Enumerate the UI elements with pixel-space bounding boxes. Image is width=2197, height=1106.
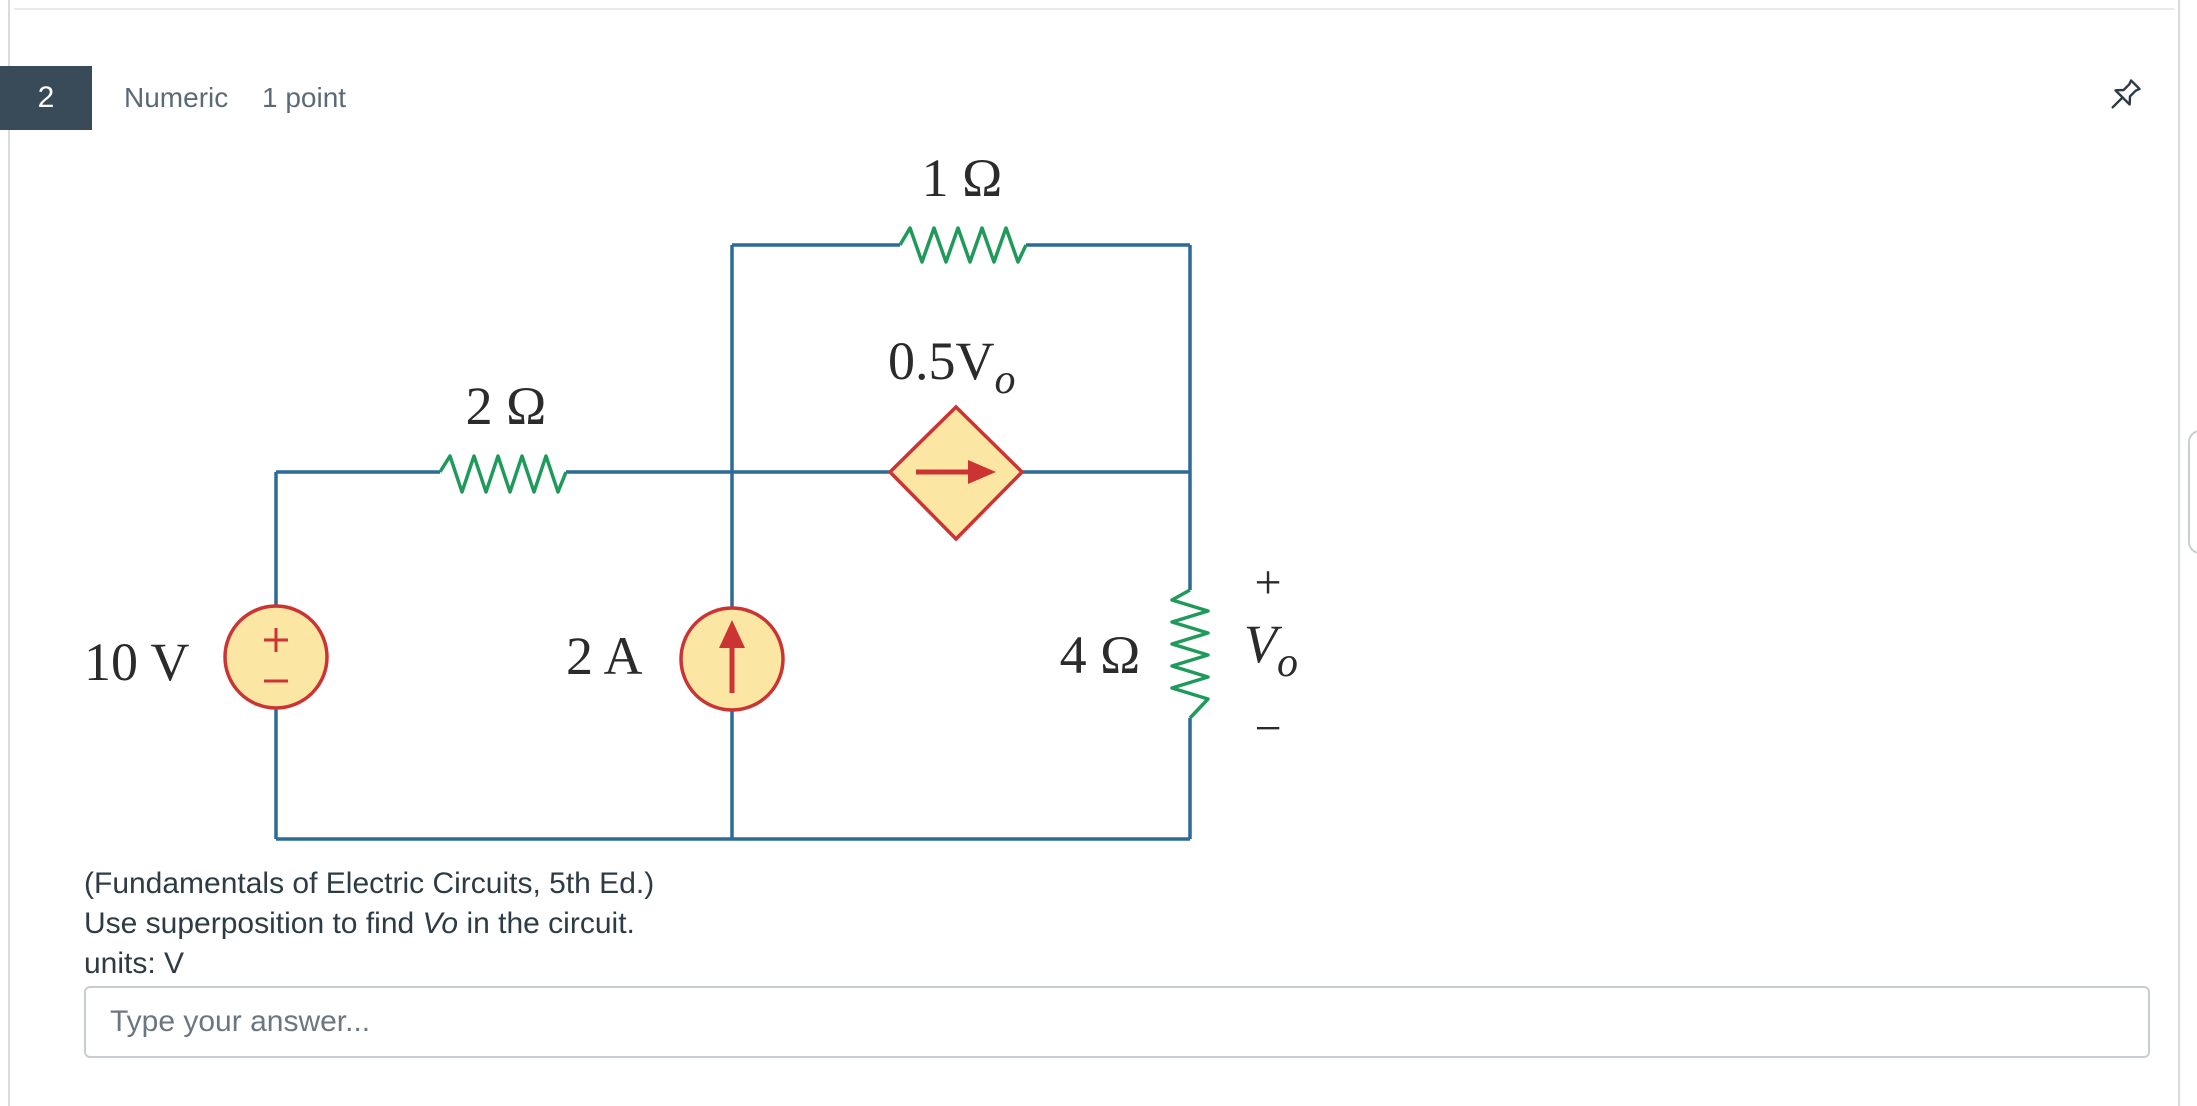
voltage-source-10v xyxy=(223,604,329,710)
right-border xyxy=(2178,0,2180,1106)
label-2a: 2 A xyxy=(566,626,643,686)
question-prompt: Use superposition to find Vo in the circ… xyxy=(84,904,654,944)
label-4ohm: 4 Ω xyxy=(1060,625,1141,685)
circuit-diagram: 1 Ω 2 Ω 4 Ω 10 V 2 A 0.5Vo + Vo − xyxy=(84,148,1298,841)
vo-var: V xyxy=(1244,614,1283,674)
question-type: Numeric xyxy=(124,82,229,113)
top-divider xyxy=(14,8,2174,10)
prompt-text: Use superposition to find xyxy=(84,907,423,940)
resistor-2ohm xyxy=(438,454,568,494)
current-source-2a xyxy=(679,606,785,712)
vo-label: Vo xyxy=(1244,614,1298,686)
label-2ohm: 2 Ω xyxy=(466,376,547,436)
question-points: 1 point xyxy=(262,82,347,113)
dependent-source-coef: 0.5V xyxy=(888,331,995,391)
vo-minus: − xyxy=(1254,702,1281,755)
label-10v: 10 V xyxy=(84,632,190,692)
dependent-source-sub: o xyxy=(995,357,1016,403)
question-units: units: V xyxy=(84,947,185,980)
circuit-wires xyxy=(274,243,1192,841)
side-panel-tab[interactable] xyxy=(2188,430,2197,554)
prompt-text-end: in the circuit. xyxy=(458,907,635,940)
label-1ohm: 1 Ω xyxy=(922,148,1003,208)
answer-input[interactable] xyxy=(84,986,2150,1058)
label-dependent-source: 0.5Vo xyxy=(888,331,1016,403)
question-text: (Fundamentals of Electric Circuits, 5th … xyxy=(84,864,654,984)
resistor-1ohm xyxy=(898,226,1028,264)
prompt-variable: Vo xyxy=(422,907,459,940)
left-border xyxy=(8,0,10,1106)
dependent-current-source xyxy=(887,404,1025,542)
resistor-4ohm xyxy=(1170,588,1210,720)
pin-button[interactable] xyxy=(2100,72,2148,120)
question-number: 2 xyxy=(0,66,92,130)
vo-sub: o xyxy=(1277,640,1298,686)
question-source: (Fundamentals of Electric Circuits, 5th … xyxy=(84,867,655,900)
pin-icon xyxy=(2111,79,2141,109)
vo-plus: + xyxy=(1254,556,1281,609)
